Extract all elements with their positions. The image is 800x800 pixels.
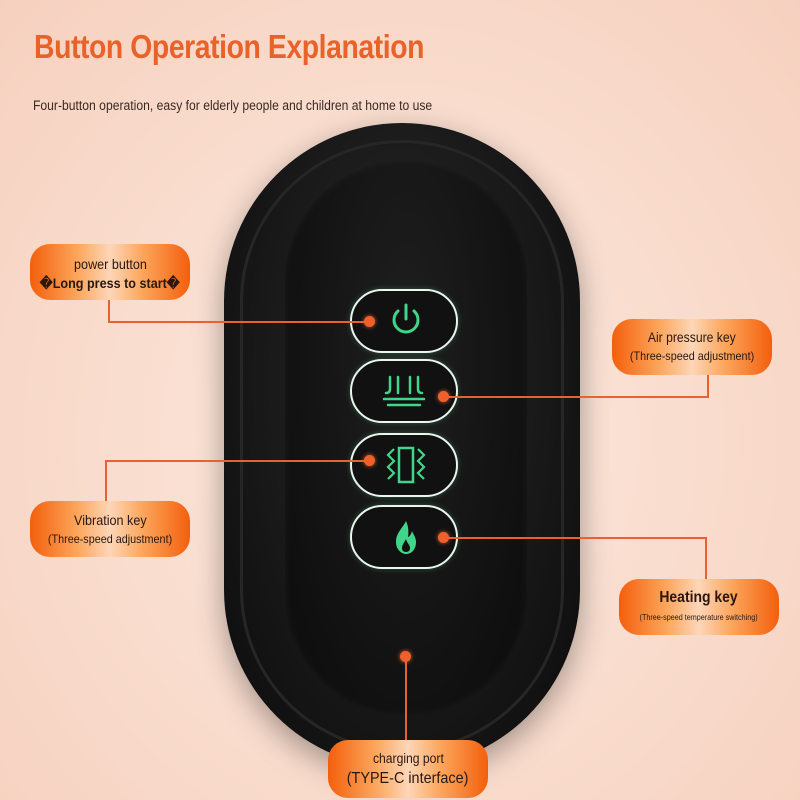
power-connector-line [108, 283, 110, 323]
page-title: Button Operation Explanation [34, 28, 425, 65]
vibration-callout-title: Vibration key [73, 512, 147, 528]
heating-button[interactable] [350, 505, 458, 569]
power-connector-line-h [108, 321, 370, 323]
vibration-callout-detail: (Three-speed adjustment) [47, 532, 173, 546]
power-icon [392, 303, 420, 334]
air-connector-line-v [707, 374, 709, 398]
power-button-callout: power button �Long press to start� [30, 244, 190, 300]
heating-callout-detail: (Three-speed temperature switching) [639, 613, 759, 622]
air-callout-title: Air pressure key [648, 330, 736, 345]
air-pressure-key-callout: Air pressure key (Three-speed adjustment… [612, 319, 772, 375]
power-marker-dot [364, 316, 375, 327]
flame-icon [396, 521, 416, 554]
charging-callout-title: charging port [372, 751, 444, 766]
vibration-connector-line [105, 460, 370, 462]
heating-marker-dot [438, 532, 449, 543]
vibration-marker-dot [364, 455, 375, 466]
vibration-connector-line-v [105, 460, 107, 504]
charging-port-dot [400, 651, 411, 662]
heating-key-callout: Heating key (Three-speed temperature swi… [619, 579, 779, 635]
vibration-icon [386, 446, 426, 484]
air-marker-dot [438, 391, 449, 402]
heating-callout-title: Heating key [659, 589, 739, 606]
air-callout-detail: (Three-speed adjustment) [629, 349, 755, 363]
heating-connector-line-v [705, 537, 707, 583]
heating-connector-line [445, 537, 707, 539]
charging-connector-line [405, 660, 407, 742]
vibration-key-callout: Vibration key (Three-speed adjustment) [30, 501, 190, 557]
air-pressure-icon [382, 375, 426, 407]
charging-port-callout: charging port (TYPE-C interface) [328, 740, 488, 798]
power-callout-title: power button [73, 256, 147, 272]
power-callout-detail: �Long press to start� [40, 275, 180, 291]
air-connector-line [445, 396, 709, 398]
charging-callout-detail: (TYPE-C interface) [347, 770, 469, 787]
page-subtitle: Four-button operation, easy for elderly … [33, 98, 433, 113]
